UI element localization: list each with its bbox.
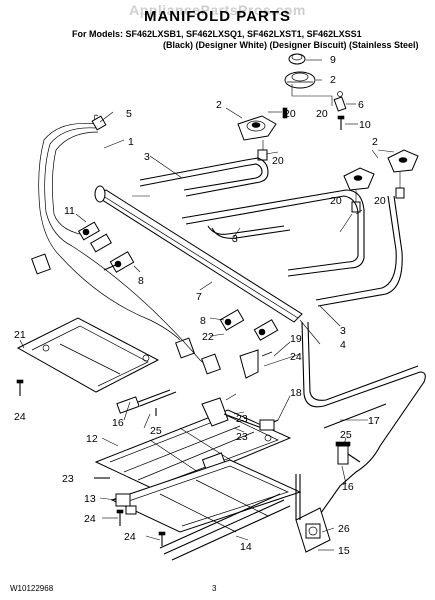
burner-cap-top-right bbox=[288, 53, 306, 65]
callout-24-lower: 24 bbox=[124, 531, 136, 543]
callout-16-right: 16 bbox=[342, 481, 354, 493]
callout-5: 5 bbox=[126, 108, 132, 120]
callout-2-right: 2 bbox=[372, 136, 378, 148]
callout-6: 6 bbox=[358, 99, 364, 111]
callout-22: 22 bbox=[202, 331, 214, 343]
page-title: MANIFOLD PARTS bbox=[143, 8, 292, 25]
callout-12: 12 bbox=[86, 433, 98, 445]
callout-21: 21 bbox=[14, 329, 26, 341]
callout-25-right: 25 bbox=[340, 429, 352, 441]
manifold-pipe bbox=[94, 185, 303, 323]
bake-burner-tube bbox=[94, 409, 292, 493]
callout-24-left: 24 bbox=[14, 411, 26, 423]
watermark: AppliancePartsPros.com bbox=[129, 2, 306, 18]
burner-upper-left bbox=[237, 115, 277, 141]
callout-10: 10 bbox=[359, 119, 371, 131]
sensor-left bbox=[116, 389, 177, 416]
callout-20-right-a: 20 bbox=[330, 195, 342, 207]
callout-3-right: 3 bbox=[340, 325, 346, 337]
callout-3-upper: 3 bbox=[144, 151, 150, 163]
callout-15: 15 bbox=[338, 545, 350, 557]
callout-1: 1 bbox=[128, 136, 134, 148]
callout-13: 13 bbox=[84, 493, 96, 505]
long-gas-tube-17 bbox=[301, 321, 426, 521]
callout-8-upper: 8 bbox=[138, 275, 144, 287]
callout-20-middle: 20 bbox=[272, 155, 284, 167]
callout-17: 17 bbox=[368, 415, 380, 427]
burner-base-top-right bbox=[284, 71, 316, 89]
oven-safety-valve bbox=[295, 474, 331, 553]
orifice-holder-6 bbox=[333, 91, 347, 112]
callout-24-lower-left: 24 bbox=[84, 513, 96, 525]
burner-right-rear bbox=[387, 149, 419, 173]
callout-4: 4 bbox=[340, 339, 346, 351]
callout-20-right-b: 20 bbox=[374, 195, 386, 207]
screw-24-lower-1 bbox=[116, 509, 124, 526]
callout-19: 19 bbox=[290, 333, 302, 345]
screw-10 bbox=[337, 115, 345, 130]
models-line: For Models: SF462LXSB1, SF462LXSQ1, SF46… bbox=[72, 29, 362, 39]
screw-24-left bbox=[16, 379, 24, 396]
callout-8-lower: 8 bbox=[200, 315, 206, 327]
callout-26: 26 bbox=[338, 523, 350, 535]
callout-2-top: 2 bbox=[330, 74, 336, 86]
igniter-switch-19 bbox=[239, 349, 273, 379]
shield-plate bbox=[16, 317, 160, 393]
callout-2-upper-left: 2 bbox=[216, 99, 222, 111]
callout-16-left: 16 bbox=[112, 417, 124, 429]
doc-number: W10122968 bbox=[10, 584, 54, 593]
burner-right-front bbox=[343, 167, 375, 191]
callout-3-middle: 3 bbox=[232, 233, 238, 245]
callout-9: 9 bbox=[330, 54, 336, 66]
gas-tube-middle bbox=[181, 189, 365, 277]
callout-11: 11 bbox=[64, 205, 75, 217]
bracket-13 bbox=[115, 493, 137, 515]
callout-25-left: 25 bbox=[150, 425, 162, 437]
callout-20-top: 20 bbox=[316, 108, 328, 120]
callout-7: 7 bbox=[196, 291, 202, 303]
wire-harness bbox=[31, 114, 221, 375]
valve-lower-pair bbox=[219, 309, 279, 341]
callout-20-upper: 20 bbox=[284, 108, 296, 120]
callout-24-right: 24 bbox=[290, 351, 302, 363]
callout-14: 14 bbox=[240, 541, 252, 553]
callout-23-c: 23 bbox=[62, 473, 74, 485]
gas-tube-upper bbox=[139, 157, 269, 197]
sensor-right-16 bbox=[335, 441, 361, 465]
igniter-bracket bbox=[201, 397, 279, 442]
gas-tube-long-right bbox=[315, 195, 403, 307]
page-number: 3 bbox=[212, 584, 217, 593]
callout-23-b: 23 bbox=[236, 431, 248, 443]
callout-23-a: 23 bbox=[236, 413, 248, 425]
callout-18: 18 bbox=[290, 387, 302, 399]
screw-24-lower-2 bbox=[158, 531, 166, 546]
broil-burner bbox=[110, 459, 302, 561]
colors-line: (Black) (Designer White) (Designer Biscu… bbox=[163, 40, 419, 50]
valve-left bbox=[78, 221, 112, 253]
valve-center bbox=[103, 251, 135, 273]
